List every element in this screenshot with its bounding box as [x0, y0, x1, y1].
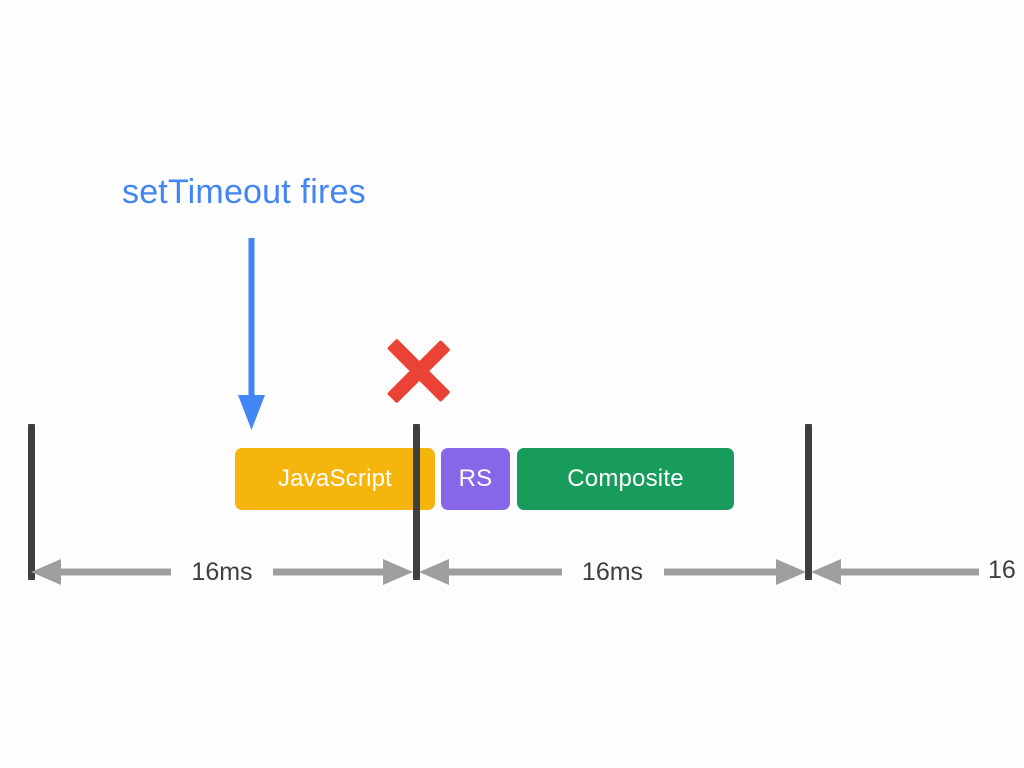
settimeout-annotation-label: setTimeout fires [122, 173, 366, 211]
frame-tick-2 [805, 424, 812, 580]
settimeout-down-arrow-icon [236, 238, 268, 430]
missed-frame-x-icon [385, 338, 451, 404]
frame-tick-1 [413, 424, 420, 580]
task-block-rs[interactable]: RS [441, 448, 510, 510]
frame-measure-1: 16ms [419, 558, 806, 586]
frame-measure-2 [811, 558, 1024, 586]
task-block-javascript[interactable]: JavaScript [235, 448, 435, 510]
frame-measure-0: 16ms [31, 558, 413, 586]
task-block-composite[interactable]: Composite [517, 448, 734, 510]
frame-measure-2-label: 16 [988, 556, 1016, 584]
frame-tick-0 [28, 424, 35, 580]
